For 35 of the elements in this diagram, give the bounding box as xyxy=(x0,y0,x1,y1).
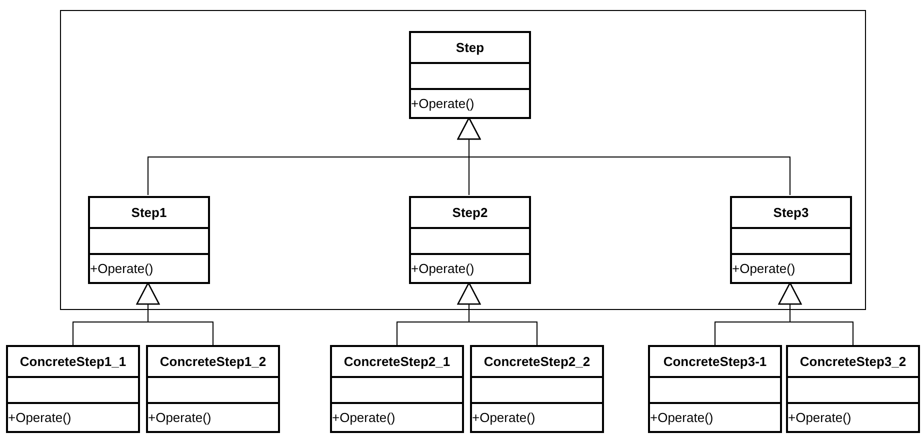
method-text: +Operate() xyxy=(411,260,474,278)
class-box xyxy=(409,31,531,119)
inheritance-arrow xyxy=(457,117,790,196)
method-text: +Operate() xyxy=(8,408,72,427)
class-box xyxy=(409,196,531,284)
method-text: +Operate() xyxy=(411,94,474,113)
class-name: ConcreteStep2_2 xyxy=(484,352,590,371)
class-box xyxy=(730,196,852,284)
class-name: ConcreteStep2_1 xyxy=(344,352,450,371)
method-text: +Operate() xyxy=(148,408,212,427)
class-name: Step3 xyxy=(773,204,809,222)
class-box xyxy=(470,345,604,433)
frame-box xyxy=(60,10,866,310)
class-name: Step2 xyxy=(452,204,488,222)
method-text: +Operate() xyxy=(732,260,796,278)
method-text: +Operate() xyxy=(332,408,396,427)
inheritance-arrow xyxy=(778,282,854,346)
class-name: ConcreteStep1_1 xyxy=(20,352,126,371)
class-box xyxy=(330,345,464,433)
class-box xyxy=(648,345,782,433)
class-name: ConcreteStep1_2 xyxy=(160,352,266,371)
class-name: ConcreteStep3_2 xyxy=(800,352,906,371)
method-text: +Operate() xyxy=(90,260,154,278)
class-box xyxy=(88,196,210,284)
class-box xyxy=(146,345,280,433)
method-text: +Operate() xyxy=(788,408,852,427)
class-name: Step1 xyxy=(131,204,167,222)
class-box xyxy=(6,345,140,433)
class-name: Step xyxy=(456,38,484,57)
inheritance-arrow xyxy=(457,282,538,346)
class-box xyxy=(786,345,920,433)
method-text: +Operate() xyxy=(472,408,536,427)
class-name: ConcreteStep3-1 xyxy=(663,352,767,371)
inheritance-arrow xyxy=(136,282,214,346)
method-text: +Operate() xyxy=(650,408,714,427)
